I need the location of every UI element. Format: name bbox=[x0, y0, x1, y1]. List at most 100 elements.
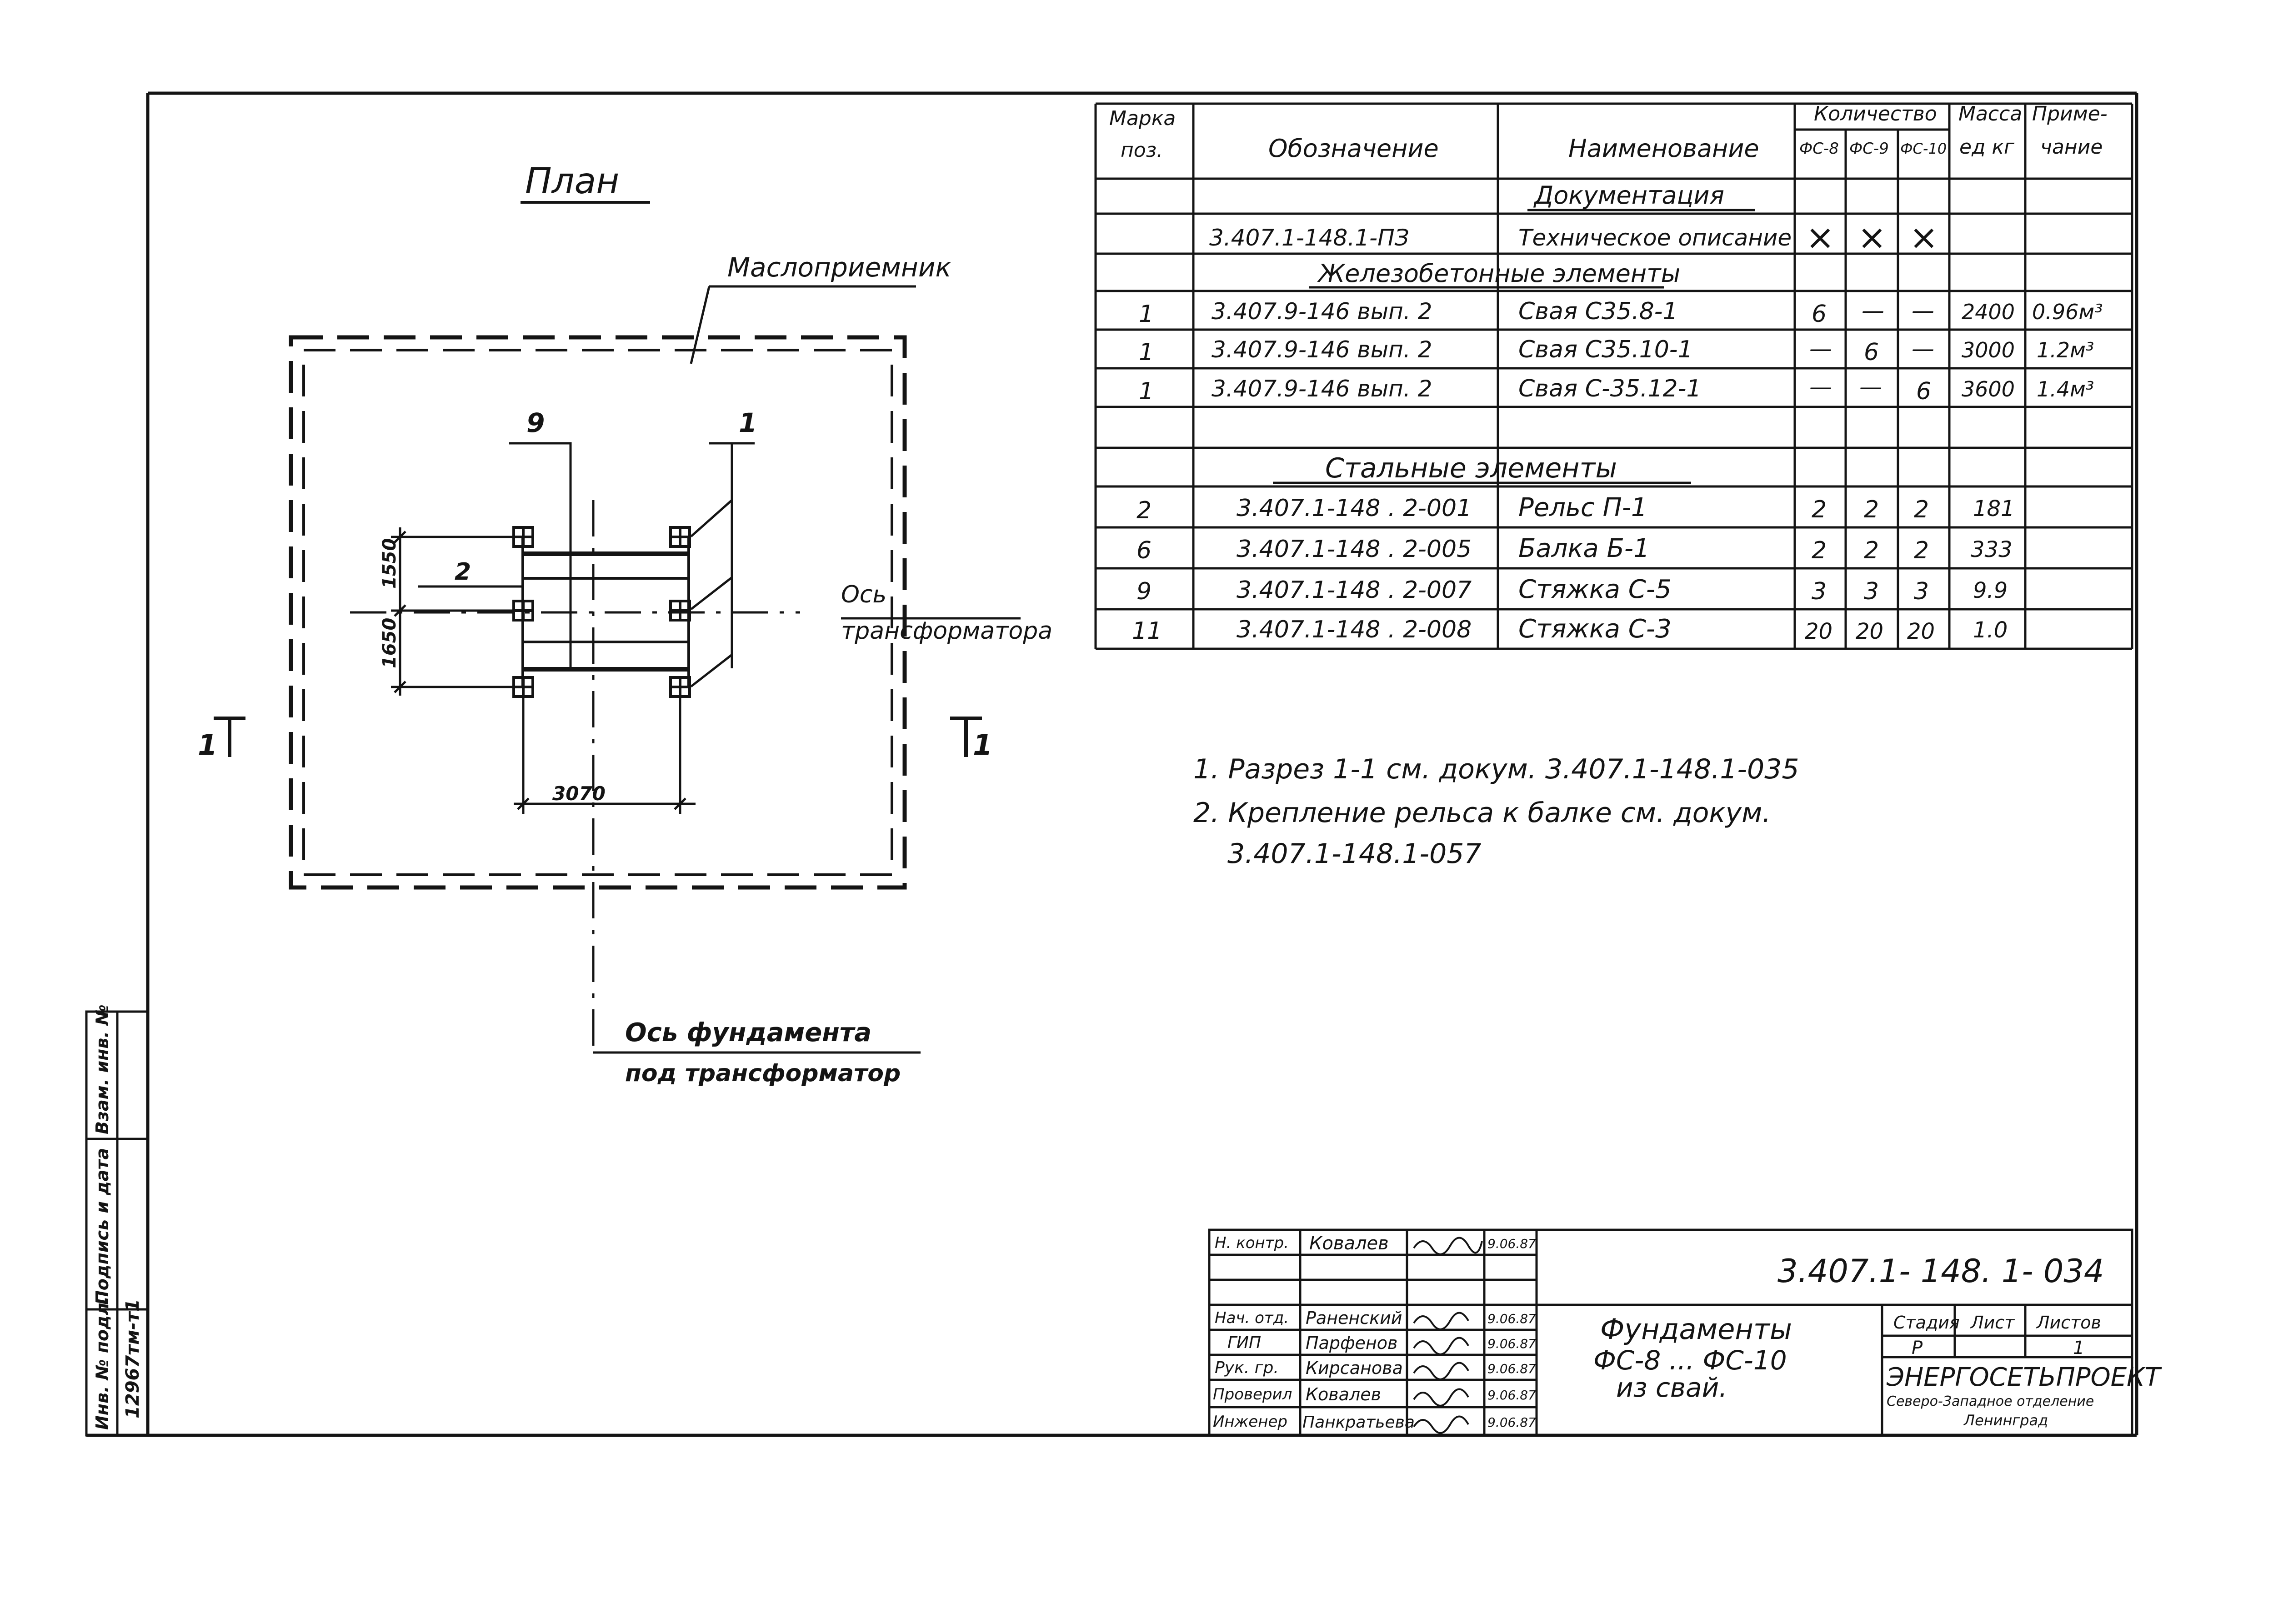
svg-text:Рук. гр.: Рук. гр. bbox=[1215, 1358, 1279, 1377]
svg-text:×: × bbox=[1806, 217, 1835, 257]
section-documentation: Документация bbox=[1533, 181, 1724, 210]
svg-text:Свая С35.8-1: Свая С35.8-1 bbox=[1518, 298, 1678, 325]
svg-text:20: 20 bbox=[1907, 619, 1935, 644]
svg-text:Инженер: Инженер bbox=[1213, 1413, 1287, 1431]
svg-text:20: 20 bbox=[1805, 619, 1832, 644]
svg-text:1: 1 bbox=[198, 728, 217, 762]
signature bbox=[1413, 1415, 1469, 1434]
header-mass-2: ед кг bbox=[1959, 135, 2015, 159]
table-row: 1 3.407.9-146 вып. 2 Свая С35.8-1 6 — — … bbox=[1139, 297, 2103, 328]
signature bbox=[1413, 1337, 1469, 1355]
svg-text:—: — bbox=[1809, 374, 1832, 400]
oil-receiver-outline bbox=[289, 335, 907, 890]
svg-text:1: 1 bbox=[973, 728, 992, 762]
signature bbox=[1413, 1237, 1483, 1255]
table-row: 1 3.407.9-146 вып. 2 Свая С35.10-1 — 6 —… bbox=[1139, 336, 2094, 366]
svg-text:2: 2 bbox=[1914, 537, 1929, 564]
stage-label: Стадия bbox=[1893, 1313, 1960, 1333]
callout-2: 2 bbox=[455, 558, 471, 586]
svg-text:Свая С-35.12-1: Свая С-35.12-1 bbox=[1518, 375, 1701, 402]
svg-text:Рельс П-1: Рельс П-1 bbox=[1518, 493, 1647, 522]
staff-row: Н. контр. Ковалев 9.06.87 bbox=[1215, 1233, 1536, 1255]
svg-text:20: 20 bbox=[1856, 619, 1883, 644]
svg-text:2: 2 bbox=[1864, 537, 1879, 564]
section-rc-elements: Железобетонные элементы bbox=[1317, 259, 1680, 288]
sign-date-label: Подпись и дата bbox=[92, 1148, 112, 1305]
transformer-axis-label-2: трансформатора bbox=[841, 617, 1052, 645]
table-row: 1 3.407.9-146 вып. 2 Свая С-35.12-1 — — … bbox=[1139, 374, 2094, 405]
svg-text:1: 1 bbox=[1139, 339, 1154, 366]
svg-text:Раненский: Раненский bbox=[1306, 1308, 1402, 1328]
svg-text:333: 333 bbox=[1971, 537, 2013, 562]
svg-text:Парфенов: Парфенов bbox=[1306, 1333, 1397, 1353]
svg-text:—: — bbox=[1859, 374, 1882, 400]
svg-text:Балка Б-1: Балка Б-1 bbox=[1518, 534, 1650, 563]
svg-text:3000: 3000 bbox=[1962, 338, 2015, 362]
foundation-axis-label-2: под трансформатор bbox=[625, 1060, 901, 1087]
drawing-title-3: из свай. bbox=[1616, 1372, 1727, 1403]
svg-text:1: 1 bbox=[1139, 301, 1154, 328]
svg-text:0.96м³: 0.96м³ bbox=[2032, 300, 2103, 324]
svg-text:3: 3 bbox=[1812, 578, 1827, 605]
svg-text:Н. контр.: Н. контр. bbox=[1215, 1234, 1289, 1252]
transformer-axis-label-1: Ось bbox=[841, 581, 886, 608]
svg-text:9.06.87: 9.06.87 bbox=[1487, 1415, 1536, 1430]
section-mark-right: 1 bbox=[950, 717, 992, 762]
signature bbox=[1413, 1312, 1469, 1330]
svg-text:9.06.87: 9.06.87 bbox=[1487, 1236, 1536, 1251]
dim-1650: 1650 bbox=[379, 618, 400, 668]
svg-text:Панкратьева: Панкратьева bbox=[1302, 1413, 1415, 1432]
svg-text:2: 2 bbox=[1136, 497, 1152, 524]
svg-text:11: 11 bbox=[1132, 617, 1162, 645]
drawing-title-2: ФС-8 ... ФС-10 bbox=[1593, 1345, 1787, 1376]
svg-text:2: 2 bbox=[1812, 537, 1827, 564]
header-quantity: Количество bbox=[1814, 102, 1937, 125]
callout-9: 9 bbox=[526, 407, 545, 438]
sheet-label: Лист bbox=[1970, 1313, 2015, 1333]
spec-table: Марка поз. Обозначение Наименование Коли… bbox=[1094, 102, 2133, 650]
stage-value: Р bbox=[1912, 1338, 1923, 1358]
svg-text:2: 2 bbox=[1864, 496, 1879, 523]
svg-text:6: 6 bbox=[1812, 301, 1827, 328]
svg-text:2400: 2400 bbox=[1962, 300, 2015, 324]
dim-3070: 3070 bbox=[552, 782, 606, 805]
svg-text:3.407.1-148 . 2-008: 3.407.1-148 . 2-008 bbox=[1237, 616, 1472, 643]
steel-frame bbox=[521, 507, 690, 687]
oil-receiver-label: Маслоприемник bbox=[727, 252, 951, 283]
table-row: 9 3.407.1-148 . 2-007 Стяжка С-5 3 3 3 9… bbox=[1136, 575, 2008, 605]
svg-text:9.06.87: 9.06.87 bbox=[1487, 1336, 1536, 1351]
title-block: Н. контр. Ковалев 9.06.87 Нач. отд. Ране… bbox=[1208, 1228, 2162, 1437]
svg-text:Свая С35.10-1: Свая С35.10-1 bbox=[1518, 336, 1693, 363]
section-steel-elements: Стальные элементы bbox=[1325, 452, 1617, 484]
svg-text:3.407.9-146 вып. 2: 3.407.9-146 вып. 2 bbox=[1212, 298, 1432, 325]
svg-text:3.407.9-146 вып. 2: 3.407.9-146 вып. 2 bbox=[1212, 336, 1432, 363]
svg-text:3.407.9-146 вып. 2: 3.407.9-146 вып. 2 bbox=[1212, 376, 1432, 402]
svg-text:Кирсанова: Кирсанова bbox=[1306, 1358, 1403, 1378]
svg-text:×: × bbox=[1857, 217, 1887, 257]
svg-text:6: 6 bbox=[1864, 339, 1879, 366]
header-name: Наименование bbox=[1568, 134, 1759, 163]
svg-text:—: — bbox=[1912, 297, 1934, 324]
svg-text:9.06.87: 9.06.87 bbox=[1487, 1311, 1536, 1326]
note-3: 3.407.1-148.1-057 bbox=[1227, 838, 1482, 870]
org-dept: Северо-Западное отделение bbox=[1887, 1393, 2094, 1409]
table-row: 2 3.407.1-148 . 2-001 Рельс П-1 2 2 2 18… bbox=[1136, 493, 2015, 524]
spec-header: Марка поз. Обозначение Наименование Коли… bbox=[1109, 102, 2108, 163]
section-mark-left: 1 bbox=[198, 717, 245, 762]
svg-text:1.0: 1.0 bbox=[1973, 617, 2008, 643]
header-mark-2: поз. bbox=[1121, 139, 1163, 162]
svg-text:1.4м³: 1.4м³ bbox=[2037, 377, 2094, 401]
signature bbox=[1413, 1388, 1469, 1407]
sheet-frame bbox=[86, 91, 2138, 1437]
svg-text:Техническое описание: Техническое описание bbox=[1518, 225, 1792, 251]
svg-text:Ковалев: Ковалев bbox=[1306, 1384, 1381, 1404]
staff-row: Инженер Панкратьева 9.06.87 bbox=[1213, 1413, 1536, 1434]
svg-text:Ковалев: Ковалев bbox=[1309, 1233, 1389, 1254]
svg-text:Нач. отд.: Нач. отд. bbox=[1215, 1309, 1289, 1327]
header-note-1: Приме- bbox=[2032, 102, 2108, 125]
svg-text:9.06.87: 9.06.87 bbox=[1487, 1361, 1536, 1376]
header-mass-1: Масса bbox=[1958, 102, 2022, 125]
svg-text:—: — bbox=[1912, 336, 1934, 362]
sheets-value: 1 bbox=[2073, 1338, 2084, 1358]
